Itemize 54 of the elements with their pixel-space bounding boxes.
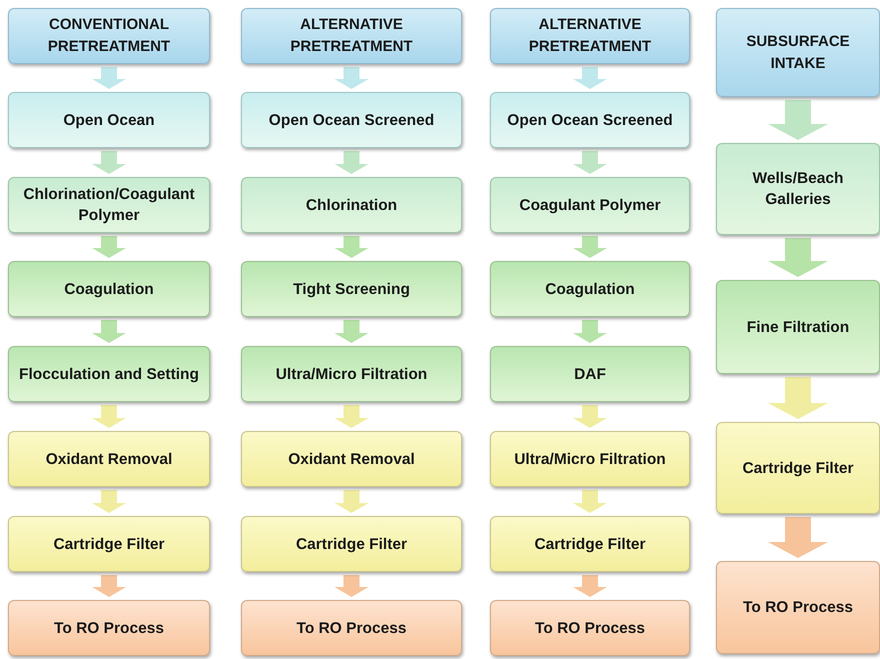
header-box: ALTERNATIVE PRETREATMENT xyxy=(490,8,690,64)
arrow xyxy=(768,517,828,558)
arrow xyxy=(573,67,607,89)
process-box: To RO Process xyxy=(8,600,210,656)
process-box: Cartridge Filter xyxy=(8,516,210,572)
arrow xyxy=(92,490,126,513)
process-box: Cartridge Filter xyxy=(241,516,462,572)
arrow xyxy=(334,67,368,89)
process-box: Tight Screening xyxy=(241,261,462,317)
process-box: Coagulant Polymer xyxy=(490,177,690,233)
process-box: Wells/Beach Galleries xyxy=(716,143,880,235)
process-box: To RO Process xyxy=(490,600,690,656)
process-box: Open Ocean Screened xyxy=(490,92,690,148)
arrow xyxy=(92,405,126,428)
process-box: Chlorination/Coagulant Polymer xyxy=(8,177,210,233)
arrow xyxy=(573,405,607,428)
arrow xyxy=(92,575,126,597)
arrow xyxy=(768,100,828,140)
arrow xyxy=(573,490,607,513)
process-box: Oxidant Removal xyxy=(8,431,210,487)
process-box: Ultra/Micro Filtration xyxy=(241,346,462,402)
arrow xyxy=(92,67,126,89)
arrow xyxy=(334,236,368,258)
process-box: To RO Process xyxy=(241,600,462,656)
arrow xyxy=(768,377,828,419)
arrow xyxy=(92,320,126,343)
arrow xyxy=(573,236,607,258)
arrow xyxy=(92,236,126,258)
header-box: ALTERNATIVE PRETREATMENT xyxy=(241,8,462,64)
process-box: To RO Process xyxy=(716,561,880,654)
arrow xyxy=(573,320,607,343)
process-box: DAF xyxy=(490,346,690,402)
process-box: Coagulation xyxy=(8,261,210,317)
process-box: Coagulation xyxy=(490,261,690,317)
header-box: SUBSURFACE INTAKE xyxy=(716,8,880,97)
arrow xyxy=(768,238,828,277)
process-box: Oxidant Removal xyxy=(241,431,462,487)
arrow xyxy=(334,490,368,513)
process-box: Ultra/Micro Filtration xyxy=(490,431,690,487)
arrow xyxy=(334,575,368,597)
process-box: Fine Filtration xyxy=(716,280,880,374)
process-box: Cartridge Filter xyxy=(716,422,880,514)
process-box: Open Ocean xyxy=(8,92,210,148)
arrow xyxy=(573,151,607,174)
arrow xyxy=(334,151,368,174)
arrow xyxy=(573,575,607,597)
header-box: CONVENTIONAL PRETREATMENT xyxy=(8,8,210,64)
arrow xyxy=(334,320,368,343)
arrow xyxy=(92,151,126,174)
process-box: Flocculation and Setting xyxy=(8,346,210,402)
arrow xyxy=(334,405,368,428)
process-box: Cartridge Filter xyxy=(490,516,690,572)
process-box: Chlorination xyxy=(241,177,462,233)
process-box: Open Ocean Screened xyxy=(241,92,462,148)
